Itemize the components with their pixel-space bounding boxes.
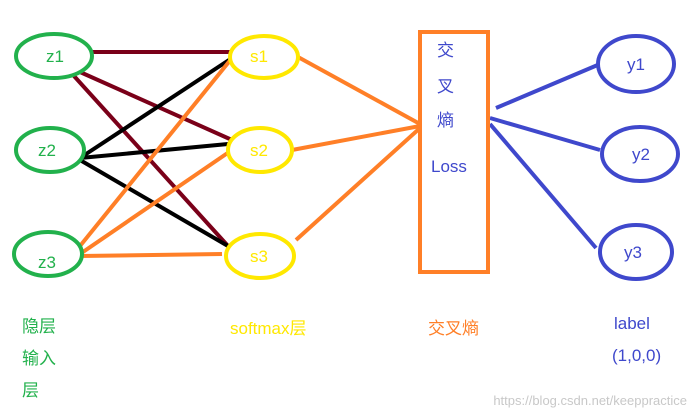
- caption-softmax: softmax层: [230, 319, 307, 338]
- loss-char-1: 交: [437, 41, 454, 60]
- node-z3-label: z3: [38, 253, 56, 272]
- loss-box: [418, 30, 490, 274]
- node-s2-label: s2: [250, 141, 268, 160]
- node-s3: [224, 232, 296, 280]
- edge-z3-s2: [78, 148, 234, 256]
- node-y1: [596, 34, 676, 94]
- caption-hidden-line3: 层: [22, 381, 39, 400]
- node-y2: [600, 125, 680, 183]
- edge-z3-s3: [79, 252, 223, 258]
- loss-char-3: 熵: [437, 111, 454, 130]
- node-z1-label: z1: [46, 47, 64, 66]
- node-s2: [226, 126, 294, 174]
- node-y3: [598, 223, 674, 281]
- watermark: https://blog.csdn.net/keeppractice: [493, 393, 687, 408]
- node-z1: [14, 32, 94, 80]
- node-y2-label: y2: [632, 145, 650, 164]
- edge-loss-y1: [495, 62, 601, 110]
- loss-char-2: 叉: [437, 77, 454, 96]
- node-s3-label: s3: [250, 247, 268, 266]
- edge-z2-s1: [78, 56, 234, 160]
- node-z2-label: z2: [38, 141, 56, 160]
- edge-loss-y3: [488, 122, 598, 250]
- caption-hidden-line1: 隐层: [22, 317, 56, 336]
- caption-cross-entropy: 交叉熵: [428, 319, 479, 338]
- node-z3: [12, 230, 84, 278]
- node-s1-label: s1: [250, 47, 268, 66]
- node-s1: [228, 34, 300, 80]
- edge-z2-s2: [79, 142, 229, 160]
- caption-hidden-line2: 输入: [22, 349, 56, 368]
- caption-label-line1: label: [614, 314, 650, 333]
- edge-s2-loss: [291, 124, 421, 152]
- caption-label-line2: (1,0,0): [612, 346, 662, 365]
- edge-z3-s1: [78, 56, 234, 248]
- edge-s3-loss: [294, 126, 422, 242]
- loss-label: Loss: [431, 157, 467, 176]
- node-y3-label: y3: [624, 243, 642, 262]
- edge-s1-loss: [297, 55, 421, 126]
- node-y1-label: y1: [627, 55, 645, 74]
- node-z2: [14, 126, 86, 174]
- edge-loss-y2: [489, 116, 601, 152]
